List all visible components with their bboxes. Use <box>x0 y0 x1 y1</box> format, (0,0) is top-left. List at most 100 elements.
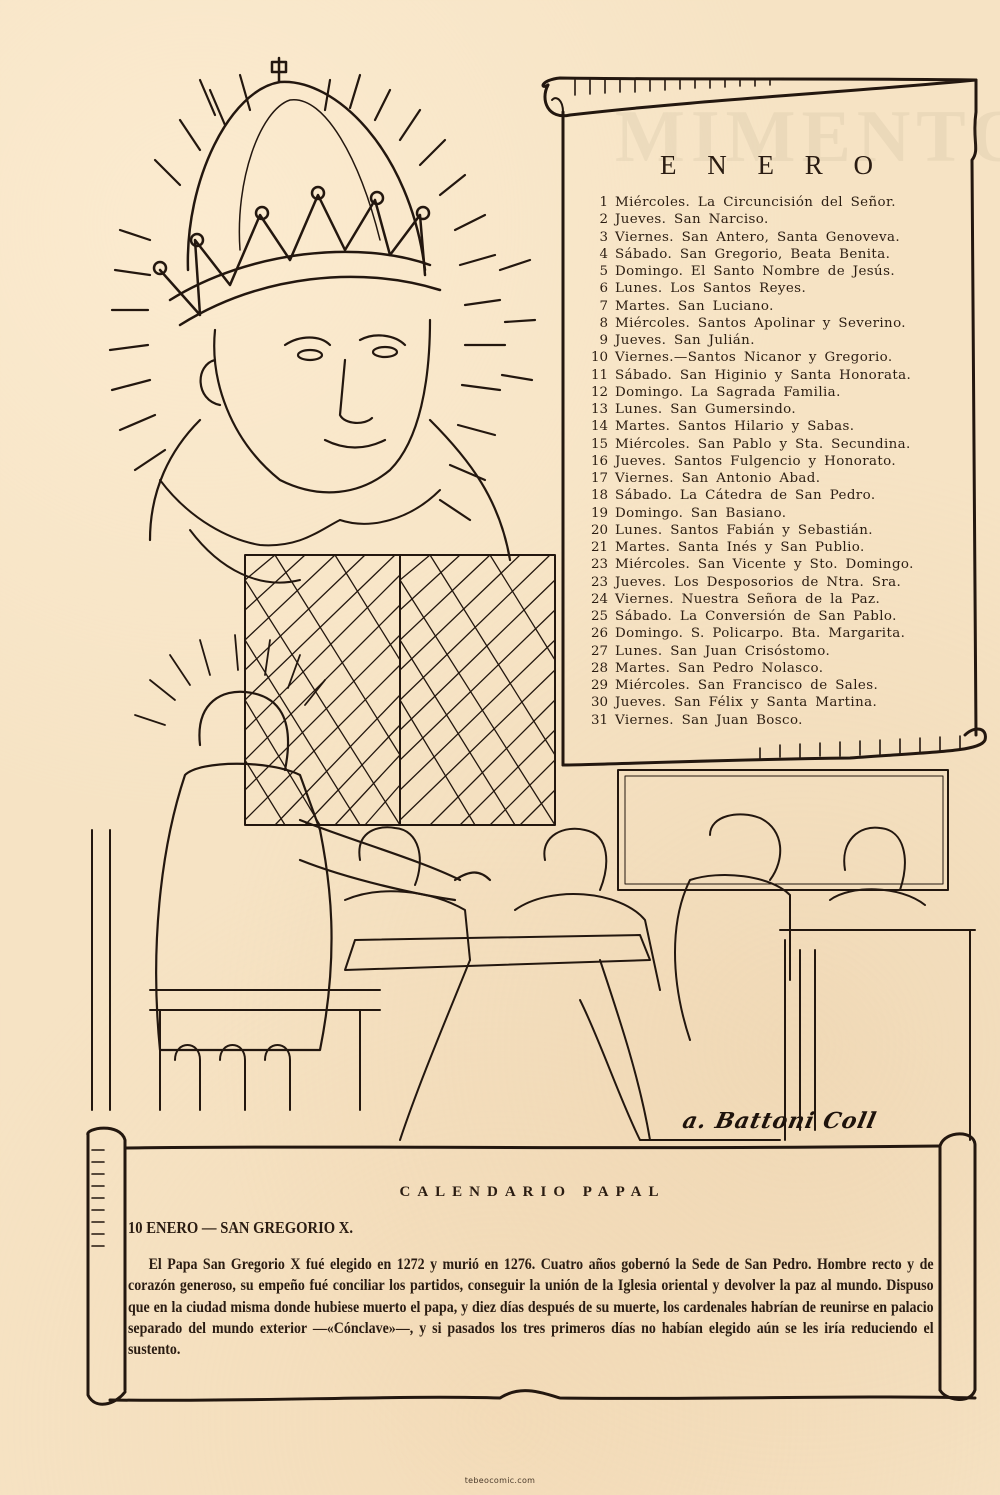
day-entry: Viernes.—Santos Nicanor y Gregorio. <box>615 350 893 366</box>
calendar-day: 11 Sábado. San Higinio y Santa Honorata. <box>582 367 982 384</box>
wall-panel <box>617 769 949 891</box>
day-entry: Domingo. El Santo Nombre de Jesús. <box>615 264 896 279</box>
calendar-day: 23 Miércoles. San Vicente y Sto. Domingo. <box>582 556 982 573</box>
article-scroll-frame <box>86 1126 977 1406</box>
day-entry: Domingo. San Basiano. <box>615 505 787 521</box>
calendar-day: 7 Martes. San Luciano. <box>582 298 982 315</box>
day-number: 16 <box>590 453 608 469</box>
day-number: 25 <box>590 609 608 624</box>
day-number: 7 <box>599 298 608 314</box>
calendar-day: 16 Jueves. Santos Fulgencio y Honorato. <box>582 453 982 470</box>
day-number: 27 <box>590 643 608 659</box>
day-entry: Viernes. San Juan Bosco. <box>615 712 803 728</box>
day-number: 21 <box>590 540 608 555</box>
day-entry: Martes. Santos Hilario y Sabas. <box>615 419 855 435</box>
calendar-day: 4 Sábado. San Gregorio, Beata Benita. <box>582 246 982 263</box>
bleed-through-text: MIMENTO <box>615 96 1000 178</box>
day-entry: Domingo. La Sagrada Familia. <box>615 384 841 400</box>
calendar-day: 6 Lunes. Los Santos Reyes. <box>582 280 982 297</box>
calendar-day: 25 Sábado. La Conversión de San Pablo. <box>582 608 982 625</box>
pope-face <box>148 318 512 562</box>
day-number: 8 <box>599 315 608 331</box>
day-number: 4 <box>599 246 608 262</box>
day-number: 3 <box>599 229 608 245</box>
entry-heading: 10 ENERO — SAN GREGORIO X. <box>128 1218 354 1237</box>
entry-body: El Papa San Gregorio X fué elegido en 12… <box>128 1254 934 1359</box>
day-number: 13 <box>590 402 608 417</box>
day-number: 24 <box>590 591 608 607</box>
section-title: CALENDARIO PAPAL <box>399 1184 666 1200</box>
day-entry: Jueves. San Narciso. <box>615 212 769 228</box>
day-entry: Martes. Santa Inés y San Publio. <box>615 540 865 555</box>
day-number: 2 <box>599 212 608 228</box>
day-entry: Domingo. S. Policarpo. Bta. Margarita. <box>615 626 906 642</box>
day-entry: Jueves. San Julián. <box>615 333 755 348</box>
calendar-month-title: E N E R O <box>660 150 885 180</box>
day-entry: Sábado. San Gregorio, Beata Benita. <box>615 246 891 262</box>
seated-pope <box>134 634 492 1052</box>
papal-tiara <box>152 56 442 327</box>
day-entry: Miércoles. Santos Apolinar y Severino. <box>615 315 906 331</box>
calendar-day: 23 Jueves. Los Desposorios de Ntra. Sra. <box>582 574 982 591</box>
day-entry: Viernes. San Antonio Abad. <box>615 471 821 486</box>
calendar-day: 1 Miércoles. La Circuncisión del Señor. <box>582 194 982 211</box>
day-number: 30 <box>590 695 608 711</box>
day-entry: Martes. San Luciano. <box>615 298 774 314</box>
calendar-day: 24 Viernes. Nuestra Señora de la Paz. <box>582 591 982 608</box>
day-entry: Miércoles. San Francisco de Sales. <box>615 678 879 693</box>
calendar-day: 17 Viernes. San Antonio Abad. <box>582 470 982 487</box>
day-number: 6 <box>599 281 608 297</box>
calendar-day: 2 Jueves. San Narciso. <box>582 211 982 228</box>
day-number: 23 <box>590 574 608 590</box>
day-entry: Miércoles. San Vicente y Sto. Domingo. <box>615 557 914 573</box>
day-entry: Lunes. San Juan Crisóstomo. <box>615 643 831 659</box>
day-entry: Viernes. Nuestra Señora de la Paz. <box>615 591 881 607</box>
calendar-scroll-frame <box>541 76 987 767</box>
source-watermark: tebeocomic.com <box>464 1476 536 1485</box>
day-entry: Lunes. Los Santos Reyes. <box>615 281 807 297</box>
day-entry: Jueves. Los Desposorios de Ntra. Sra. <box>615 574 902 590</box>
day-number: 28 <box>590 660 608 676</box>
day-number: 1 <box>599 195 608 210</box>
day-entry: Martes. San Pedro Nolasco. <box>615 660 824 676</box>
day-number: 26 <box>590 626 608 642</box>
calendar-day: 21 Martes. Santa Inés y San Publio. <box>582 539 982 556</box>
day-entry: Miércoles. La Circuncisión del Señor. <box>615 195 896 210</box>
day-number: 23 <box>590 557 608 573</box>
calendar-scroll: E N E R O 1 Miércoles. La Circuncisión de… <box>560 70 985 760</box>
calendar-day: 10 Viernes.—Santos Nicanor y Gregorio. <box>582 349 982 366</box>
day-entry: Sábado. La Cátedra de San Pedro. <box>615 488 876 504</box>
day-entry: Lunes. San Gumersindo. <box>615 402 797 417</box>
day-entry: Jueves. Santos Fulgencio y Honorato. <box>615 453 897 469</box>
calendar-day: 27 Lunes. San Juan Crisóstomo. <box>582 643 982 660</box>
calendar-day: 15 Miércoles. San Pablo y Sta. Secundina. <box>582 436 982 453</box>
day-number: 11 <box>590 367 608 383</box>
chair <box>91 829 381 1111</box>
calendar-day-list: 1 Miércoles. La Circuncisión del Señor. 2… <box>582 194 982 729</box>
day-number: 29 <box>590 678 608 693</box>
day-number: 15 <box>590 436 608 452</box>
calendar-day: 28 Martes. San Pedro Nolasco. <box>582 660 982 677</box>
calendar-day: 26 Domingo. S. Policarpo. Bta. Margarita. <box>582 625 982 642</box>
cardinals <box>344 813 976 1141</box>
day-entry: Sábado. La Conversión de San Pablo. <box>615 609 897 624</box>
day-number: 10 <box>590 350 608 366</box>
day-entry: Miércoles. San Pablo y Sta. Secundina. <box>615 436 911 452</box>
calendar-day: 20 Lunes. Santos Fabián y Sebastián. <box>582 522 982 539</box>
article-scroll: CALENDARIO PAPAL 10 ENERO — SAN GREGORIO… <box>85 1118 980 1408</box>
day-number: 31 <box>590 712 608 728</box>
day-number: 20 <box>590 522 608 538</box>
calendar-day: 29 Miércoles. San Francisco de Sales. <box>582 677 982 694</box>
day-entry: Sábado. San Higinio y Santa Honorata. <box>615 367 912 383</box>
lattice-window <box>244 554 556 826</box>
day-number: 17 <box>590 471 608 486</box>
day-entry: Lunes. Santos Fabián y Sebastián. <box>615 522 873 538</box>
